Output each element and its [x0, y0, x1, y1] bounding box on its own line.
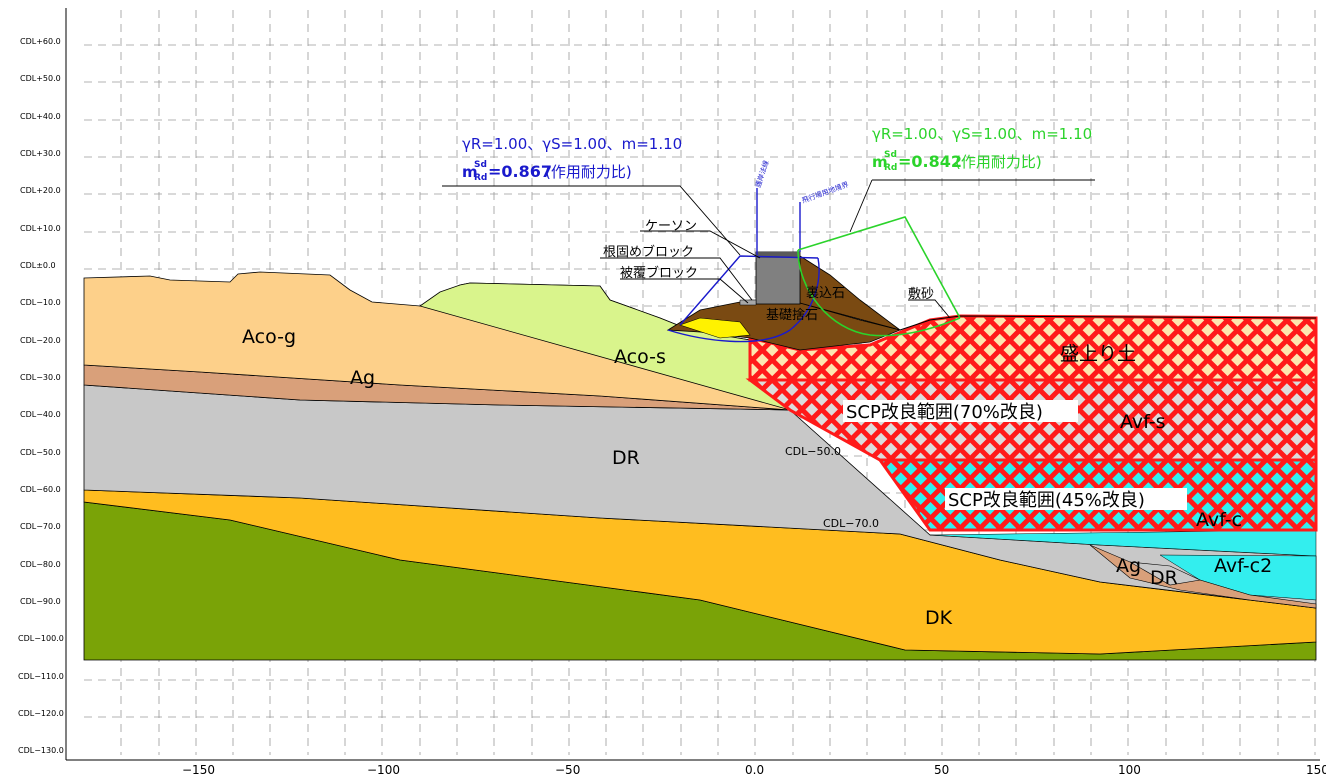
layer-labels: Aco-g Ag Aco-s DR DK 盛上り土 Avf-s Avf-c Ag… [242, 326, 1272, 629]
green-ratio-sym: m [872, 153, 888, 171]
label-cdl50: CDL−50.0 [785, 445, 841, 458]
blue-slip-surface [667, 188, 820, 343]
elevation-label: CDL−120.0 [18, 709, 64, 718]
sand-mat-line [899, 315, 1317, 331]
label-cdl70: CDL−70.0 [823, 517, 879, 530]
elevation-label: CDL±0.0 [20, 261, 56, 270]
blue-ratio-den: Rd [474, 173, 487, 183]
elevation-label: CDL−80.0 [20, 560, 61, 569]
tag-shore-line: 護岸法線 [753, 159, 770, 188]
label-root-block: 根固めブロック [603, 244, 694, 260]
structure-labels: ケーソン 根固めブロック 被覆ブロック 裏込石 基礎捨石 敷砂 [603, 219, 934, 323]
elevation-label: CDL−110.0 [18, 672, 64, 681]
label-avf-s: Avf-s [1120, 411, 1166, 433]
leader-lines [442, 179, 1095, 319]
label-cover-block: 被覆ブロック [620, 265, 698, 281]
structure [666, 251, 1317, 351]
elevation-label: CDL+10.0 [20, 224, 61, 233]
x-tick-labels: −150 −100 −50 0.0 50 100 150 [182, 763, 1326, 777]
label-ag-right: Ag [1116, 555, 1141, 577]
elevation-label: CDL+30.0 [20, 149, 61, 158]
x-tick-label: −100 [367, 763, 400, 777]
label-scp45: SCP改良範囲(45%改良) [948, 490, 1145, 511]
label-dr-right: DR [1150, 567, 1178, 589]
vertical-tags: 護岸法線 飛行場用地境界 [753, 159, 849, 205]
green-ratio-value: =0.842 [898, 152, 962, 171]
elevation-label: CDL+50.0 [20, 74, 61, 83]
label-aco-s: Aco-s [614, 346, 666, 368]
x-tick-label: 100 [1118, 763, 1141, 777]
elevation-label: CDL−90.0 [20, 597, 61, 606]
elevation-label: CDL−30.0 [20, 373, 61, 382]
blue-ratio-value: =0.867 [488, 162, 552, 181]
x-tick-label: −50 [555, 763, 580, 777]
label-fill: 盛上り土 [1060, 343, 1136, 365]
label-scp70: SCP改良範囲(70%改良) [846, 402, 1043, 423]
label-foundation-stone: 基礎捨石 [766, 307, 818, 323]
label-avf-c2: Avf-c2 [1214, 555, 1272, 577]
blue-params: γR=1.00、γS=1.00、m=1.10 [462, 135, 682, 153]
label-backfill-stone: 裏込石 [806, 286, 845, 301]
cover-block-yellow [679, 317, 751, 339]
green-slip-surface [797, 216, 961, 337]
label-sand-mat: 敷砂 [908, 287, 934, 302]
elevation-label: CDL−40.0 [20, 410, 61, 419]
elevation-label: CDL−130.0 [18, 746, 64, 755]
elevation-label: CDL−60.0 [20, 485, 61, 494]
elevation-labels: CDL+60.0 CDL+50.0 CDL+40.0 CDL+30.0 CDL+… [18, 37, 64, 755]
elevation-label: CDL−100.0 [18, 634, 64, 643]
elevation-label: CDL−70.0 [20, 522, 61, 531]
blue-ratio-sym: m [462, 163, 478, 181]
green-ratio-den: Rd [884, 163, 897, 173]
layer-avf-c2 [1159, 554, 1317, 601]
elevation-label: CDL+20.0 [20, 186, 61, 195]
label-avf-c: Avf-c [1196, 509, 1242, 531]
axes [65, 8, 1320, 761]
elevation-label: CDL−50.0 [20, 448, 61, 457]
x-tick-label: 150 [1306, 763, 1326, 777]
scp-improvement [745, 314, 1318, 532]
soil-layers [83, 271, 1317, 661]
scp70-label-bg [843, 400, 1078, 422]
elevation-label: CDL−20.0 [20, 336, 61, 345]
x-tick-label: 0.0 [745, 763, 764, 777]
elevation-label: CDL−10.0 [20, 298, 61, 307]
x-tick-label: −150 [182, 763, 215, 777]
blue-ratio-num: Sd [474, 160, 487, 170]
x-tick-label: 50 [934, 763, 949, 777]
layer-dr-right [1129, 561, 1202, 586]
green-ratio-num: Sd [884, 150, 897, 160]
blue-result: γR=1.00、γS=1.00、m=1.10 m Sd Rd =0.867 (作… [462, 135, 682, 183]
label-dr: DR [612, 447, 640, 469]
green-ratio-note: (作用耐力比) [955, 153, 1042, 171]
caisson-cap [756, 252, 800, 258]
blue-ratio-note: (作用耐力比) [545, 163, 632, 181]
label-aco-g: Aco-g [242, 326, 296, 348]
elevation-label: CDL+40.0 [20, 112, 61, 121]
green-result: γR=1.00、γS=1.00、m=1.10 m Sd Rd =0.842 (作… [872, 125, 1092, 173]
scp45-label-bg [945, 488, 1187, 510]
label-ag-left: Ag [350, 367, 375, 389]
tag-airport-boundary: 飛行場用地境界 [801, 180, 850, 205]
label-caisson: ケーソン [645, 219, 697, 234]
green-params: γR=1.00、γS=1.00、m=1.10 [872, 125, 1092, 143]
elevation-label: CDL+60.0 [20, 37, 61, 46]
label-dk: DK [925, 607, 953, 629]
scp-labels: SCP改良範囲(70%改良) SCP改良範囲(45%改良) CDL−50.0 C… [785, 400, 1187, 530]
caisson-body [755, 251, 801, 305]
